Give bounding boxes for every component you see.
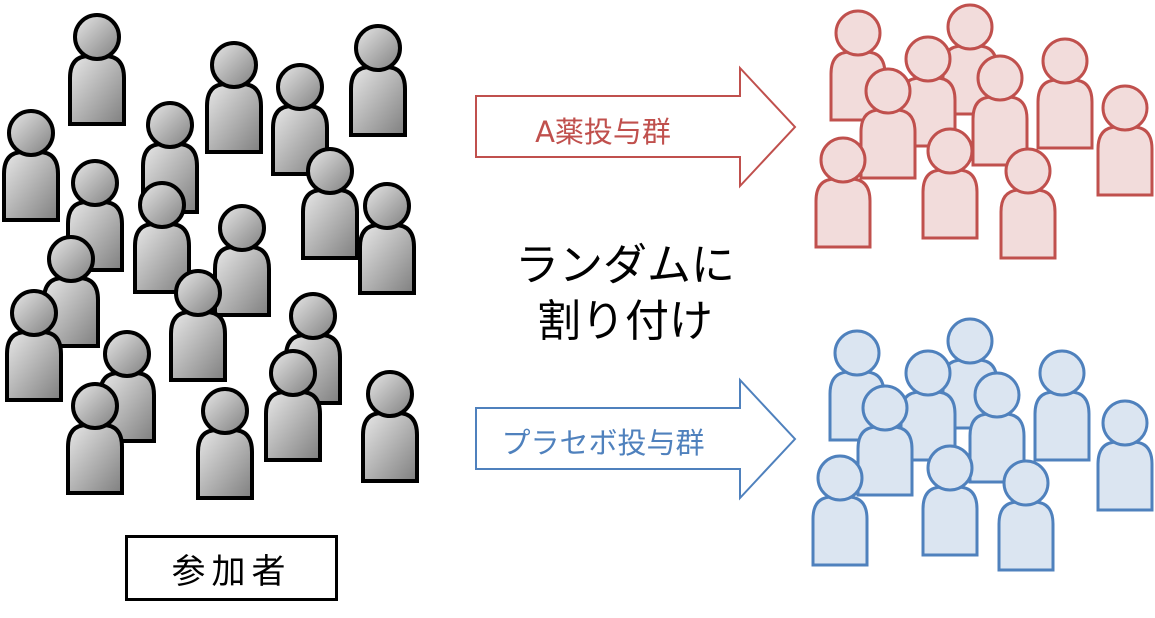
person-icon xyxy=(271,63,329,176)
person-icon xyxy=(921,127,979,240)
person-icon xyxy=(98,330,156,443)
person-icon xyxy=(349,24,407,137)
person-icon xyxy=(358,182,416,295)
person-icon xyxy=(971,54,1029,167)
person-icon xyxy=(828,329,886,442)
person-icon xyxy=(1036,37,1094,150)
person-icon xyxy=(856,384,914,497)
person-icon xyxy=(42,235,100,348)
person-icon xyxy=(196,387,254,500)
center-caption: ランダムに 割り付け xyxy=(480,238,770,350)
participants-group xyxy=(1,13,419,500)
group-placebo-people xyxy=(811,317,1154,572)
person-icon xyxy=(301,147,359,260)
person-icon xyxy=(133,181,191,294)
person-icon xyxy=(999,147,1057,260)
arrow-a-icon xyxy=(475,65,797,189)
person-icon xyxy=(5,289,63,402)
person-icon xyxy=(213,204,271,317)
arrow-placebo-icon xyxy=(475,377,797,501)
person-icon xyxy=(811,454,869,567)
person-icon xyxy=(1033,349,1091,462)
person-icon xyxy=(1,109,60,222)
arrow-a-label: A薬投与群 xyxy=(535,115,671,149)
arrow-placebo-label: プラセボ投与群 xyxy=(501,426,705,460)
person-icon xyxy=(66,382,124,495)
group-a-people xyxy=(814,3,1154,260)
participants-box: 参加者 xyxy=(125,535,338,601)
person-icon xyxy=(361,370,419,483)
person-icon xyxy=(1096,84,1154,197)
person-icon xyxy=(205,41,263,154)
person-icon xyxy=(997,459,1055,572)
person-icon xyxy=(921,444,979,557)
person-icon xyxy=(68,13,126,126)
person-icon xyxy=(968,371,1026,484)
center-caption-line1: ランダムに xyxy=(515,240,735,291)
center-caption-line2: 割り付け xyxy=(537,296,713,347)
person-icon xyxy=(859,67,917,180)
person-icon xyxy=(1096,399,1154,512)
participants-label: 参加者 xyxy=(171,551,292,592)
person-icon xyxy=(814,136,872,249)
person-icon xyxy=(169,269,227,382)
person-icon xyxy=(264,349,322,462)
